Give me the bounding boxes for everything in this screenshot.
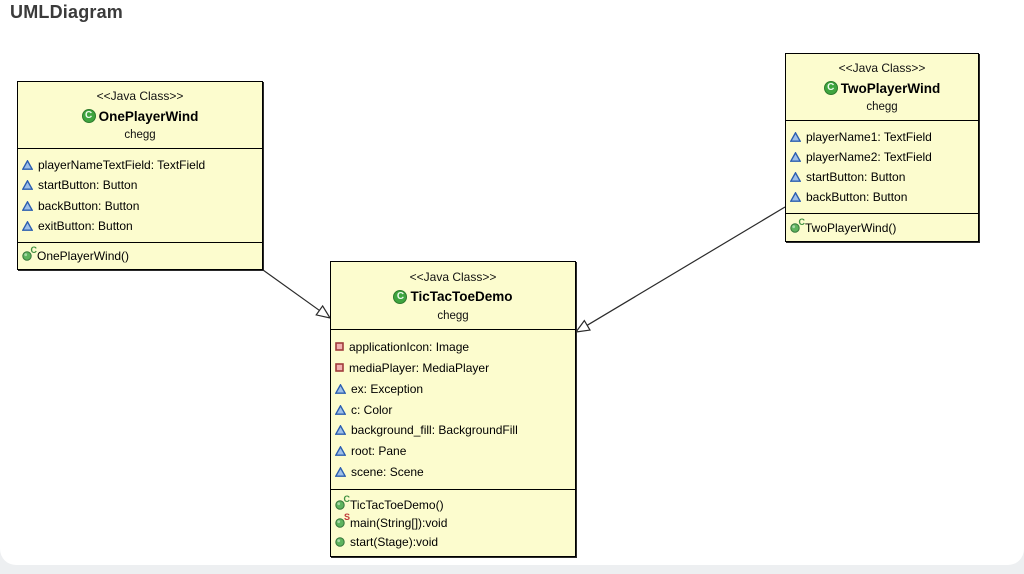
attribute-label: playerName2: TextField bbox=[806, 150, 932, 164]
package-field-icon bbox=[22, 180, 33, 191]
private-field-icon bbox=[335, 342, 344, 352]
attribute-label: startButton: Button bbox=[38, 178, 138, 193]
class-attribute: backButton: Button bbox=[790, 191, 974, 203]
package-field-icon bbox=[22, 160, 33, 171]
class-method: start(Stage):void bbox=[335, 536, 571, 548]
public-method-icon bbox=[335, 536, 345, 547]
class-attribute: playerNameTextField: TextField bbox=[22, 159, 258, 171]
class-attribute: backButton: Button bbox=[22, 200, 258, 212]
class-stereotype: <<Java Class>> bbox=[409, 269, 497, 284]
connection-line-twoplayerwind-to-tictactoedemo bbox=[586, 206, 786, 326]
constructor-method-icon: C bbox=[790, 217, 805, 233]
attributes-section: playerName1: TextField playerName2: TextF… bbox=[786, 121, 978, 213]
static-method-icon: S bbox=[335, 513, 350, 528]
hollow-triangle-arrowhead bbox=[315, 304, 332, 319]
method-label: OnePlayerWind() bbox=[37, 249, 130, 263]
class-attribute: applicationIcon: Image bbox=[335, 341, 571, 353]
method-label: main(String[]):void bbox=[350, 516, 448, 530]
class-stereotype: <<Java Class>> bbox=[96, 89, 184, 104]
attribute-label: backButton: Button bbox=[806, 190, 908, 204]
attributes-section: playerNameTextField: TextField startButto… bbox=[18, 149, 262, 242]
constructor-method-icon: C bbox=[22, 246, 37, 261]
class-attribute: mediaPlayer: MediaPlayer bbox=[335, 362, 571, 374]
attribute-label: scene: Scene bbox=[351, 465, 424, 480]
package-field-icon bbox=[335, 446, 346, 457]
constructor-method-icon: C bbox=[335, 494, 350, 510]
package-field-icon bbox=[22, 200, 33, 211]
class-attribute: ex: Exception bbox=[335, 383, 571, 395]
attributes-section: applicationIcon: Image mediaPlayer: Media… bbox=[331, 330, 575, 489]
class-attribute: startButton: Button bbox=[790, 171, 974, 183]
attribute-label: startButton: Button bbox=[806, 170, 906, 184]
method-label: TicTacToeDemo() bbox=[350, 497, 444, 512]
attribute-label: playerNameTextField: TextField bbox=[38, 158, 206, 173]
attribute-label: root: Pane bbox=[351, 444, 407, 459]
class-package: chegg bbox=[437, 309, 469, 322]
attribute-label: exitButton: Button bbox=[38, 218, 133, 233]
class-package: chegg bbox=[866, 100, 898, 113]
class-icon: C bbox=[823, 81, 838, 95]
class-name-label: TwoPlayerWind bbox=[840, 80, 941, 96]
class-icon: C bbox=[393, 289, 408, 304]
class-name-label: TicTacToeDemo bbox=[410, 289, 513, 304]
class-stereotype: <<Java Class>> bbox=[838, 61, 926, 76]
class-attribute: root: Pane bbox=[335, 445, 571, 457]
package-field-icon bbox=[335, 467, 346, 478]
attribute-label: mediaPlayer: MediaPlayer bbox=[349, 360, 490, 375]
class-name-label: OnePlayerWind bbox=[98, 108, 199, 124]
class-attribute: scene: Scene bbox=[335, 466, 571, 478]
package-field-icon bbox=[790, 132, 801, 142]
method-label: start(Stage):void bbox=[350, 534, 439, 549]
package-field-icon bbox=[335, 425, 346, 436]
class-package: chegg bbox=[124, 128, 156, 141]
class-attribute: exitButton: Button bbox=[22, 220, 258, 232]
connection-line-oneplayerwind-to-tictactoedemo bbox=[262, 269, 320, 311]
package-field-icon bbox=[790, 172, 801, 182]
method-label: TwoPlayerWind() bbox=[805, 220, 897, 235]
package-field-icon bbox=[335, 404, 346, 415]
hollow-triangle-arrowhead bbox=[574, 319, 591, 333]
class-attribute: playerName2: TextField bbox=[790, 151, 974, 163]
attribute-label: playerName1: TextField bbox=[806, 130, 932, 144]
class-icon: C bbox=[81, 109, 96, 123]
package-field-icon bbox=[22, 220, 33, 231]
attribute-label: applicationIcon: Image bbox=[349, 339, 470, 354]
class-attribute: playerName1: TextField bbox=[790, 131, 974, 143]
attribute-label: c: Color bbox=[351, 402, 393, 417]
package-field-icon bbox=[790, 152, 801, 162]
attribute-label: ex: Exception bbox=[351, 381, 424, 396]
attribute-label: backButton: Button bbox=[38, 198, 140, 213]
page-title: UMLDiagram bbox=[10, 2, 124, 22]
attribute-label: background_fill: BackgroundFill bbox=[351, 423, 518, 438]
class-attribute: background_fill: BackgroundFill bbox=[335, 424, 571, 436]
class-attribute: c: Color bbox=[335, 404, 571, 416]
package-field-icon bbox=[335, 383, 346, 394]
private-field-icon bbox=[335, 363, 344, 373]
class-attribute: startButton: Button bbox=[22, 179, 258, 191]
package-field-icon bbox=[790, 192, 801, 202]
